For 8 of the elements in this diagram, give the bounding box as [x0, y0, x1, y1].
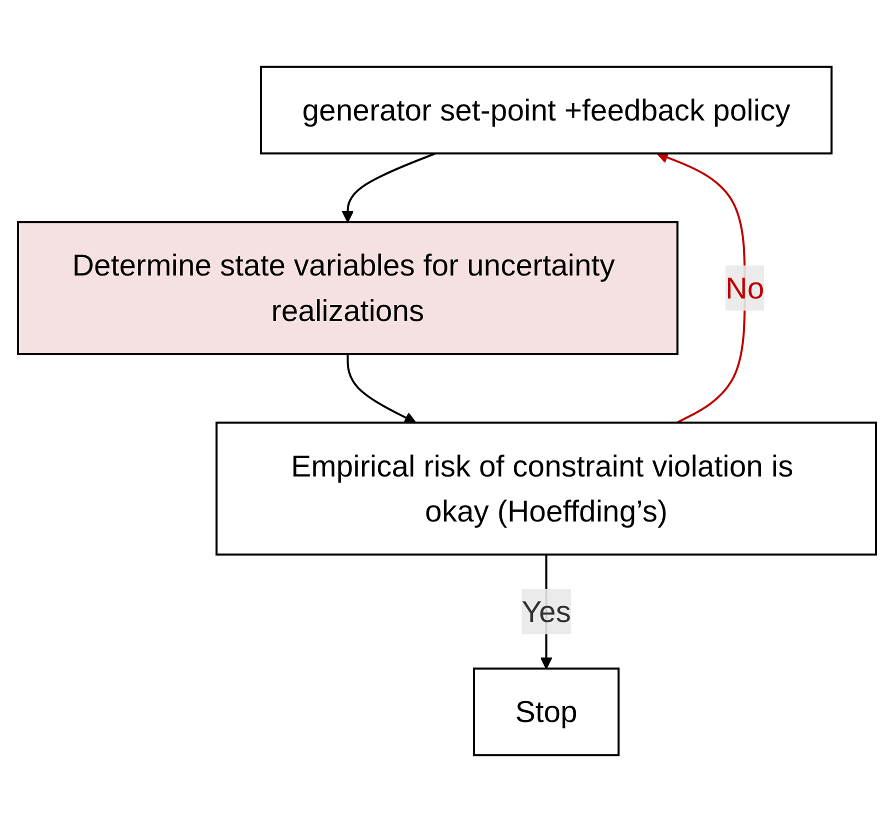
node-box: Empirical risk of constraint violation is okay (Hoeffding’s) — [216, 422, 878, 556]
edge-label: Yes — [522, 594, 571, 629]
node-box: Stop — [472, 668, 620, 756]
node-box: generator set-point +feedback policy — [260, 66, 833, 154]
arrow — [342, 152, 436, 223]
arrow — [346, 354, 416, 424]
edge-label: No — [726, 270, 764, 306]
node-box: Determine state variables for uncertainty realizations — [16, 221, 678, 356]
